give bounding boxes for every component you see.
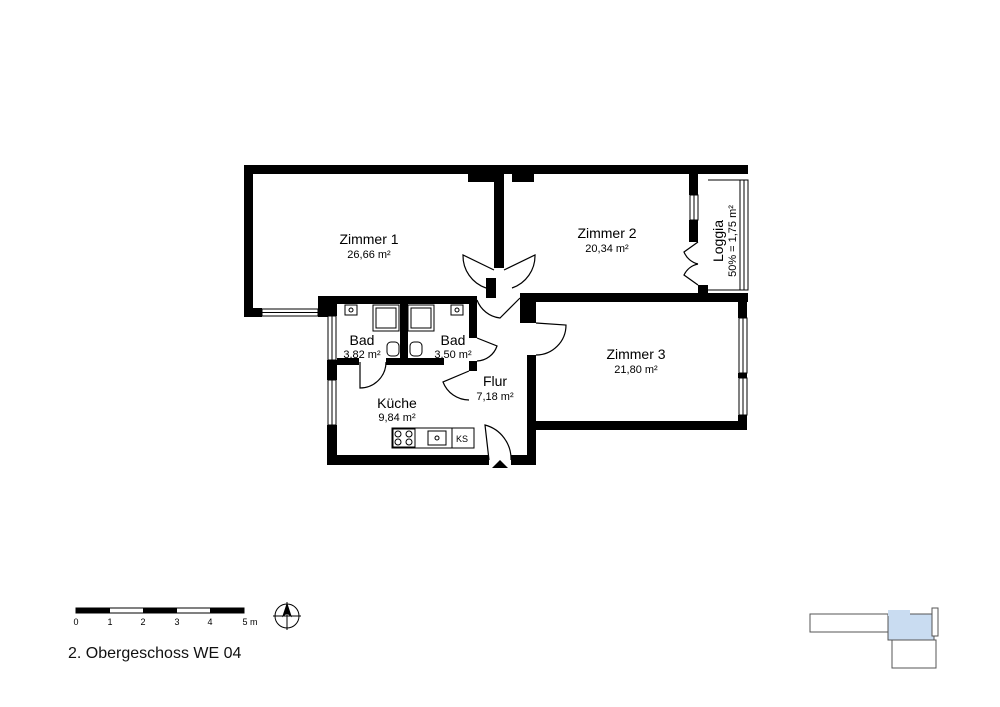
room-name-zimmer1: Zimmer 1 bbox=[339, 231, 398, 247]
room-area-bad1: 3,82 m² bbox=[343, 349, 381, 361]
entrance-arrow-icon bbox=[492, 460, 508, 468]
loggia-labels: Loggia 50% = 1,75 m² bbox=[710, 205, 739, 277]
room-name-bad1: Bad bbox=[350, 332, 375, 348]
fridge-label: KS bbox=[456, 434, 468, 444]
room-area-zimmer3: 21,80 m² bbox=[614, 364, 658, 376]
scale-tick-2: 2 bbox=[140, 617, 145, 627]
north-arrow-icon bbox=[273, 602, 301, 630]
kitchen-counter bbox=[391, 427, 475, 449]
room-area-loggia: 50% = 1,75 m² bbox=[727, 205, 739, 277]
room-labels: Zimmer 1 26,66 m² Zimmer 2 20,34 m² Zimm… bbox=[339, 225, 665, 444]
bath-fixtures bbox=[344, 304, 464, 357]
room-name-loggia: Loggia bbox=[710, 220, 726, 262]
room-name-flur: Flur bbox=[483, 373, 507, 389]
room-name-bad2: Bad bbox=[441, 332, 466, 348]
keyplan-highlight bbox=[887, 613, 935, 641]
scale-tick-0: 0 bbox=[73, 617, 78, 627]
room-name-kueche: Küche bbox=[377, 395, 417, 411]
floor-title: 2. Obergeschoss WE 04 bbox=[68, 645, 242, 662]
scale-tick-1: 1 bbox=[107, 617, 112, 627]
doors bbox=[359, 241, 699, 461]
room-name-zimmer2: Zimmer 2 bbox=[577, 225, 636, 241]
scale-tick-5: 5 m bbox=[242, 617, 257, 627]
room-name-zimmer3: Zimmer 3 bbox=[606, 346, 665, 362]
room-area-zimmer1: 26,66 m² bbox=[347, 249, 391, 261]
walls bbox=[244, 165, 748, 465]
scale-tick-3: 3 bbox=[174, 617, 179, 627]
room-area-zimmer2: 20,34 m² bbox=[585, 243, 629, 255]
scale-tick-4: 4 bbox=[207, 617, 212, 627]
scale-bar: 0 1 2 3 4 5 m bbox=[73, 607, 258, 627]
building-keyplan bbox=[809, 607, 939, 669]
windows bbox=[261, 179, 749, 426]
room-area-kueche: 9,84 m² bbox=[378, 412, 416, 424]
room-area-bad2: 3,50 m² bbox=[434, 349, 472, 361]
room-area-flur: 7,18 m² bbox=[476, 391, 514, 403]
